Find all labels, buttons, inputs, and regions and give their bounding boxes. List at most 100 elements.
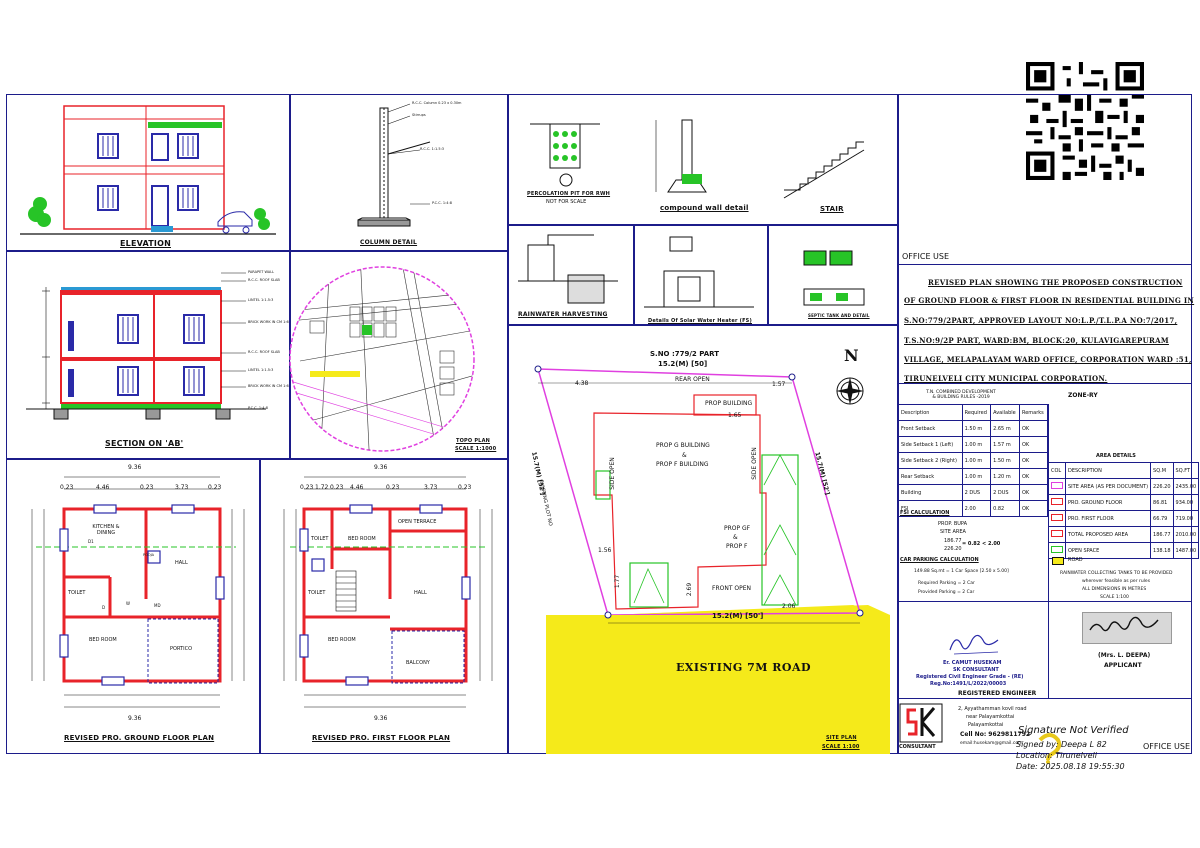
car-parking-title: CAR PARKING CALCULATION: [900, 557, 979, 563]
tb-divider: [1048, 404, 1049, 698]
area-cell: 934.00: [1172, 494, 1200, 511]
tb-divider: [898, 698, 1192, 699]
gf-pooja: POOJA: [143, 553, 154, 557]
area-cell: OPEN SPACE: [1064, 542, 1152, 559]
road-legend-swatch: [1052, 557, 1064, 565]
site-dim-2: 1.57: [772, 381, 786, 388]
engineer-address-2: near Palayamkottai: [966, 714, 1015, 720]
area-cell: 719.00: [1172, 510, 1200, 527]
gf-top-dim-2: 4.46: [96, 484, 110, 491]
cell-septic: [768, 225, 898, 325]
title-line-2: OF GROUND FLOOR & FIRST FLOOR IN RESIDEN…: [904, 296, 1195, 305]
signature-date: Date: 2025.08.18 19:55:30: [1016, 762, 1125, 771]
not-for-scale: NOT FOR SCALE: [546, 199, 587, 205]
site-dim-7: 2.69: [686, 582, 694, 597]
cell-section: [6, 251, 290, 459]
svg-text:LINTEL 1:1.5:3: LINTEL 1:1.5:3: [248, 298, 273, 302]
signature-status: Signature Not Verified: [1018, 725, 1129, 736]
area-cell: 1487.00: [1172, 542, 1200, 559]
setback-cell: 1.50 m: [961, 420, 992, 437]
gf-top-dim-3: 0.23: [140, 484, 154, 491]
setback-cell: 1.20 m: [990, 468, 1020, 485]
front-open: FRONT OPEN: [712, 585, 752, 592]
svg-text:W: W: [126, 601, 130, 606]
prop-main-1: PROP G BUILDING: [656, 442, 710, 449]
cell-details-top: [508, 94, 898, 225]
first-floor-title: REVISED PRO. FIRST FLOOR PLAN: [312, 734, 451, 742]
area-cell: PRO. GROUND FLOOR: [1064, 494, 1152, 511]
existing-road-label: EXISTING 7M ROAD: [676, 661, 812, 674]
title-line-3: S.NO:779/2PART, APPROVED LAYOUT NO:L.P./…: [904, 316, 1178, 325]
fsi-result: = 0.82 < 2.00: [962, 541, 1001, 547]
site-sno: S.NO :779/2 PART: [650, 350, 719, 358]
compound-wall-drawing: [655, 119, 707, 193]
office-use-top: OFFICE USE: [902, 252, 950, 261]
gf-hall: HALL: [175, 560, 188, 566]
svg-text:D1: D1: [88, 539, 94, 544]
area-cell: 226.20: [1150, 478, 1174, 495]
gf-toilet: TOILET: [68, 590, 86, 596]
setback-cell: OK: [1018, 500, 1049, 517]
title-lines-box: [898, 264, 1192, 384]
setback-cell: Rear Setback: [898, 468, 963, 485]
setback-cell: 2 DUS: [990, 484, 1020, 501]
area-cell: 2435.00: [1172, 478, 1200, 495]
setback-cell: 1.00 m: [961, 468, 992, 485]
svg-text:D: D: [102, 605, 105, 610]
checkmark-icon: [1038, 733, 1062, 764]
setback-cell: 1.57 m: [990, 436, 1020, 453]
topo-scale: SCALE 1:1000: [455, 446, 497, 452]
ff-toilet: TOILET: [308, 590, 326, 596]
area-cell: 66.79: [1150, 510, 1174, 527]
area-cell: PRO. FIRST FLOOR: [1064, 510, 1152, 527]
solar-heater-drawing: [644, 236, 754, 308]
setback-cell: Front Setback: [898, 420, 963, 437]
applicant-name: (Mrs. L. DEEPA): [1098, 652, 1151, 659]
svg-text:R.C.C. ROOF SLAB: R.C.C. ROOF SLAB: [248, 350, 280, 354]
area-cell: SITE AREA (AS PER DOCUMENT): [1064, 478, 1152, 495]
engineer-reg: Registered Civil Engineer Grade - (RE): [916, 674, 1024, 680]
north-label: N: [844, 346, 859, 365]
setback-header: Required: [961, 404, 992, 421]
setback-cell: 0.82: [990, 500, 1020, 517]
septic-drawing: [803, 250, 865, 306]
ff-top-dim-2: 1.72: [315, 484, 329, 491]
setback-cell: 2.00: [961, 500, 992, 517]
parking-line: 149.88 Sq.mt = 1 Car Space [2.50 x 5.00]: [914, 569, 1009, 574]
engineer-signature: [949, 634, 999, 655]
elevation-drawing: [20, 105, 276, 235]
compound-wall-title: compound wall detail: [660, 204, 749, 212]
setback-cell: OK: [1018, 420, 1049, 437]
rwh-note-2: wherever feasible as per rules: [1082, 579, 1151, 584]
fsi-formula-2: SITE AREA: [940, 529, 966, 535]
solar-title: Details Of Solar Water Heater (FS): [648, 318, 752, 324]
gf-top-dim-1: 0.23: [60, 484, 74, 491]
setback-cell: 2.65 m: [990, 420, 1020, 437]
section-title: SECTION ON 'AB': [105, 439, 184, 448]
cell-ground-floor: [6, 459, 260, 754]
engineer-address-1: 2, Ayyathamman kovil road: [958, 706, 1027, 712]
ff-top-dim-7: 0.23: [458, 484, 472, 491]
cell-column-detail: [290, 94, 508, 251]
prop-small-3: PROP F: [726, 543, 748, 550]
svg-text:LINTEL 1:1.5:3: LINTEL 1:1.5:3: [248, 368, 273, 372]
percolation-title: PERCOLATION PIT FOR RWH: [527, 191, 611, 197]
setback-cell: OK: [1018, 468, 1049, 485]
topo-title: TOPO PLAN: [456, 438, 491, 444]
rear-open: REAR OPEN: [675, 376, 710, 383]
svg-text:R.C.C. Column 0.23 x 0.30m: R.C.C. Column 0.23 x 0.30m: [412, 101, 462, 105]
side-open-right: SIDE OPEN: [750, 447, 758, 480]
signature-signed: Signed by: Deepa L 82: [1016, 740, 1107, 749]
site-plan-drawing: [534, 365, 890, 754]
tb-divider: [898, 601, 1192, 602]
fsi-value-2: 226.20: [944, 546, 962, 552]
cell-rainwater: [508, 225, 634, 325]
setback-cell: Side Setback 2 (Right): [898, 452, 963, 469]
